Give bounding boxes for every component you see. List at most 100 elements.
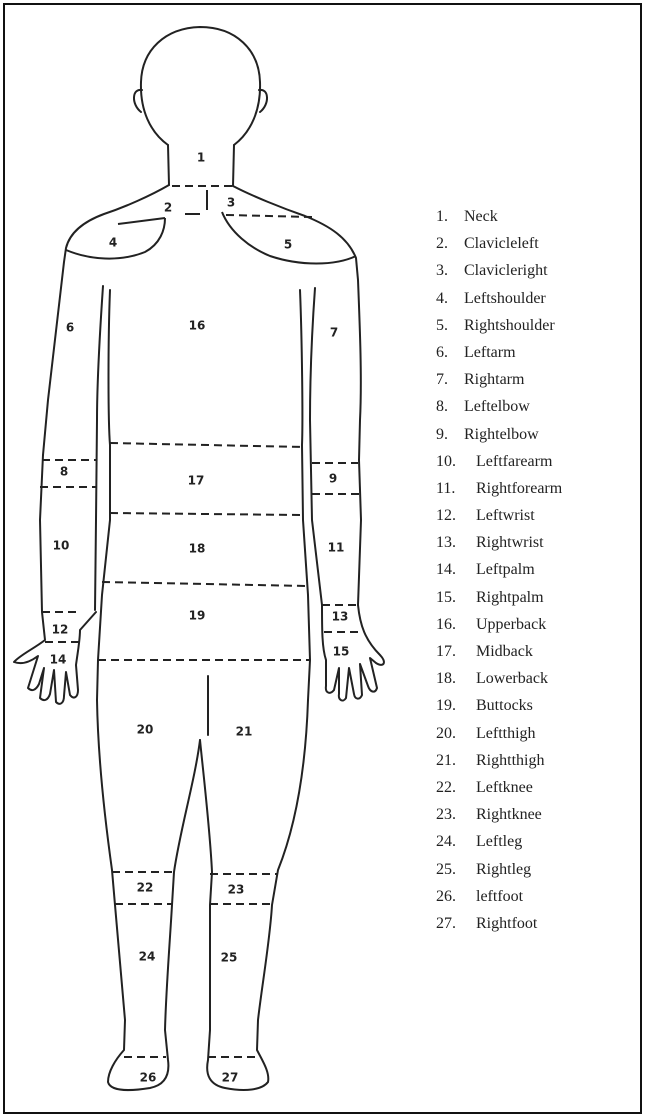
region-number: 24 <box>139 950 156 964</box>
legend-label: Leftthigh <box>476 725 536 742</box>
clavicle-left-line <box>118 218 165 224</box>
region-number: 15 <box>333 645 350 659</box>
legend-number: 17. <box>436 638 476 665</box>
legend-item: 9.Rightelbow <box>436 421 562 448</box>
right-forearm-outline <box>322 460 384 701</box>
legend-item: 14.Leftpalm <box>436 556 562 583</box>
legend-label: Rightthigh <box>476 752 544 769</box>
legend-item: 19.Buttocks <box>436 692 562 719</box>
legend-label: Rightpalm <box>476 589 544 606</box>
clavicle-right-line <box>226 215 312 217</box>
legend-number: 25. <box>436 856 476 883</box>
region-number: 23 <box>228 883 245 897</box>
legend-item: 22.Leftknee <box>436 774 562 801</box>
head-outline <box>141 27 260 145</box>
legend-item: 26.leftfoot <box>436 883 562 910</box>
region-number: 12 <box>52 623 69 637</box>
legend-number: 20. <box>436 720 476 747</box>
legend-label: Clavicleleft <box>464 235 539 252</box>
region-number: 7 <box>330 326 338 340</box>
legend-number: 2. <box>436 230 464 257</box>
legend-item: 13.Rightwrist <box>436 529 562 556</box>
legend-number: 15. <box>436 584 476 611</box>
legend-item: 6.Leftarm <box>436 339 562 366</box>
region-number: 10 <box>53 539 70 553</box>
legend-number: 4. <box>436 285 464 312</box>
legend-item: 21.Rightthigh <box>436 747 562 774</box>
region-number: 8 <box>60 465 68 479</box>
legend-number: 3. <box>436 257 464 284</box>
legend-number: 19. <box>436 692 476 719</box>
legend-label: Rightelbow <box>464 426 539 443</box>
region-legend: 1.Neck2.Clavicleleft3.Clavicleright4.Lef… <box>436 203 562 937</box>
right-leg-outline <box>200 700 308 1090</box>
region-number: 2 <box>164 201 172 215</box>
legend-number: 11. <box>436 475 476 502</box>
region-number: 14 <box>50 653 67 667</box>
legend-label: Midback <box>476 643 533 660</box>
mid-lower-back-divider <box>110 513 303 515</box>
legend-item: 17.Midback <box>436 638 562 665</box>
legend-label: Leftelbow <box>464 398 530 415</box>
legend-label: Leftfarearm <box>476 453 552 470</box>
legend-item: 10.Leftfarearm <box>436 448 562 475</box>
legend-number: 21. <box>436 747 476 774</box>
region-number: 13 <box>332 610 349 624</box>
region-number: 21 <box>236 725 253 739</box>
region-number: 11 <box>328 541 345 555</box>
legend-item: 16.Upperback <box>436 611 562 638</box>
lower-back-buttocks-divider <box>102 582 307 586</box>
legend-item: 5.Rightshoulder <box>436 312 562 339</box>
legend-label: Rightknee <box>476 806 542 823</box>
region-number: 25 <box>221 951 238 965</box>
legend-item: 20.Leftthigh <box>436 720 562 747</box>
legend-item: 24.Leftleg <box>436 828 562 855</box>
legend-item: 12.Leftwrist <box>436 502 562 529</box>
legend-label: Buttocks <box>476 697 533 714</box>
legend-label: Leftshoulder <box>464 290 546 307</box>
legend-item: 15.Rightpalm <box>436 584 562 611</box>
legend-label: Rightshoulder <box>464 317 555 334</box>
legend-label: leftfoot <box>476 888 523 905</box>
legend-label: Upperback <box>476 616 546 633</box>
region-number: 4 <box>109 236 117 250</box>
right-arm-inner <box>310 288 322 605</box>
torso-right-side <box>300 290 310 700</box>
legend-number: 23. <box>436 801 476 828</box>
region-number: 17 <box>188 474 205 488</box>
legend-item: 23.Rightknee <box>436 801 562 828</box>
legend-number: 1. <box>436 203 464 230</box>
legend-label: Rightleg <box>476 861 531 878</box>
legend-number: 22. <box>436 774 476 801</box>
region-number: 6 <box>66 321 74 335</box>
legend-label: Leftknee <box>476 779 533 796</box>
legend-number: 5. <box>436 312 464 339</box>
legend-item: 1.Neck <box>436 203 562 230</box>
legend-label: Leftwrist <box>476 507 535 524</box>
legend-number: 24. <box>436 828 476 855</box>
region-number: 27 <box>222 1071 239 1085</box>
legend-item: 27.Rightfoot <box>436 910 562 937</box>
region-number: 3 <box>227 196 235 210</box>
legend-label: Lowerback <box>476 670 548 687</box>
legend-label: Rightfoot <box>476 915 537 932</box>
region-number: 20 <box>137 723 154 737</box>
legend-label: Leftpalm <box>476 561 535 578</box>
upper-mid-back-divider <box>110 443 303 447</box>
legend-label: Neck <box>464 208 498 225</box>
legend-label: Rightarm <box>464 371 524 388</box>
region-number: 5 <box>284 238 292 252</box>
legend-item: 7.Rightarm <box>436 366 562 393</box>
legend-item: 25.Rightleg <box>436 856 562 883</box>
legend-item: 4.Leftshoulder <box>436 285 562 312</box>
legend-number: 12. <box>436 502 476 529</box>
region-number: 26 <box>140 1071 157 1085</box>
region-number: 19 <box>189 609 206 623</box>
legend-number: 6. <box>436 339 464 366</box>
legend-label: Rightforearm <box>476 480 562 497</box>
legend-label: Leftleg <box>476 833 522 850</box>
region-number: 18 <box>189 542 206 556</box>
region-number: 9 <box>329 472 337 486</box>
region-number: 1 <box>197 151 205 165</box>
